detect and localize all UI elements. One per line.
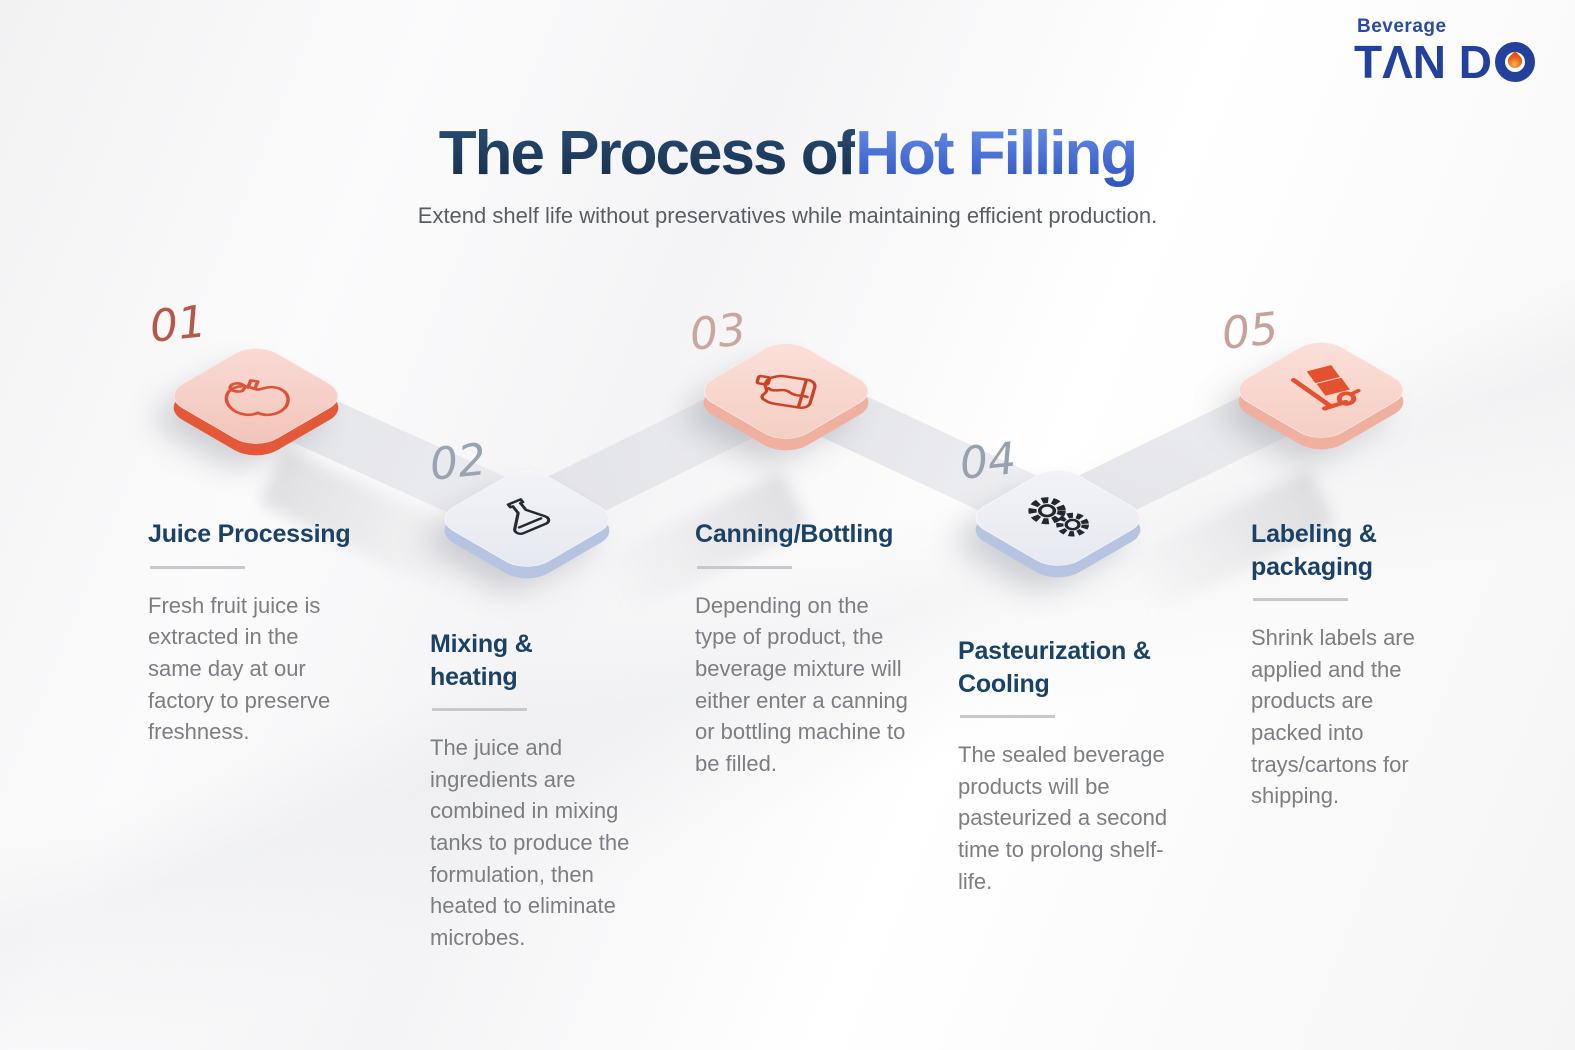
step-section-1: Juice Processing Fresh fruit juice is ex… xyxy=(148,518,358,748)
flask-icon xyxy=(460,470,594,567)
apple-icon xyxy=(189,347,323,444)
step-heading-1: Juice Processing xyxy=(148,520,351,548)
step-tile-juice-processing xyxy=(161,341,351,463)
step-number-1: 01 xyxy=(147,296,209,353)
tile-face xyxy=(161,341,351,451)
gears-icon xyxy=(991,469,1125,566)
step-section-3: Canning/Bottling Depending on the type o… xyxy=(695,518,915,780)
heading-underline xyxy=(1253,598,1348,601)
step-description-3: Depending on the type of product, the be… xyxy=(695,592,908,776)
step-description-5: Shrink labels are applied and the produc… xyxy=(1251,625,1415,809)
title-highlight: Hot Filling xyxy=(855,119,1138,188)
step-number-5: 05 xyxy=(1219,303,1281,360)
brand-name-text: TΛN D xyxy=(1354,36,1492,88)
step-number-4: 04 xyxy=(957,433,1019,490)
step-tile-mixing-heating xyxy=(432,464,622,586)
brand-logo: Beverage TΛN D xyxy=(1354,16,1535,86)
step-number-2: 02 xyxy=(427,434,489,491)
tile-face xyxy=(963,463,1153,573)
bottle-icon xyxy=(719,342,853,439)
step-description-1: Fresh fruit juice is extracted in the sa… xyxy=(148,592,331,745)
heading-underline xyxy=(960,715,1055,718)
step-heading-2: Mixing & heating xyxy=(430,630,533,691)
step-tile-pasteurization-cooling xyxy=(963,463,1153,585)
step-description-2: The juice and ingredients are combined i… xyxy=(430,735,630,951)
tile-face xyxy=(691,336,881,446)
step-section-2: Mixing & heating The juice and ingredien… xyxy=(430,628,658,954)
step-section-5: Labeling & packaging Shrink labels are a… xyxy=(1251,518,1441,812)
step-tile-canning-bottling xyxy=(691,336,881,458)
droplet-icon xyxy=(1505,51,1525,72)
tile-face xyxy=(432,464,622,574)
heading-underline xyxy=(432,708,527,711)
step-tile-labeling-packaging xyxy=(1226,335,1416,457)
title-prefix: The Process of xyxy=(438,119,857,188)
heading-underline xyxy=(150,565,245,569)
hand-truck-icon xyxy=(1254,341,1388,438)
brand-tagline: Beverage xyxy=(1357,16,1447,37)
step-heading-4: Pasteurization & Cooling xyxy=(958,637,1151,698)
page-title: The Process of Hot Filling xyxy=(0,118,1575,189)
tile-face xyxy=(1226,335,1416,445)
brand-name: TΛN D xyxy=(1354,38,1535,86)
brand-o-droplet-icon xyxy=(1495,42,1535,83)
step-heading-5: Labeling & packaging xyxy=(1251,520,1377,581)
step-description-4: The sealed beverage products will be pas… xyxy=(958,742,1168,894)
step-section-4: Pasteurization & Cooling The sealed beve… xyxy=(958,635,1196,897)
page-subtitle: Extend shelf life without preservatives … xyxy=(417,203,1158,228)
step-number-3: 03 xyxy=(687,304,749,361)
heading-underline xyxy=(697,565,792,569)
step-heading-3: Canning/Bottling xyxy=(695,520,894,548)
